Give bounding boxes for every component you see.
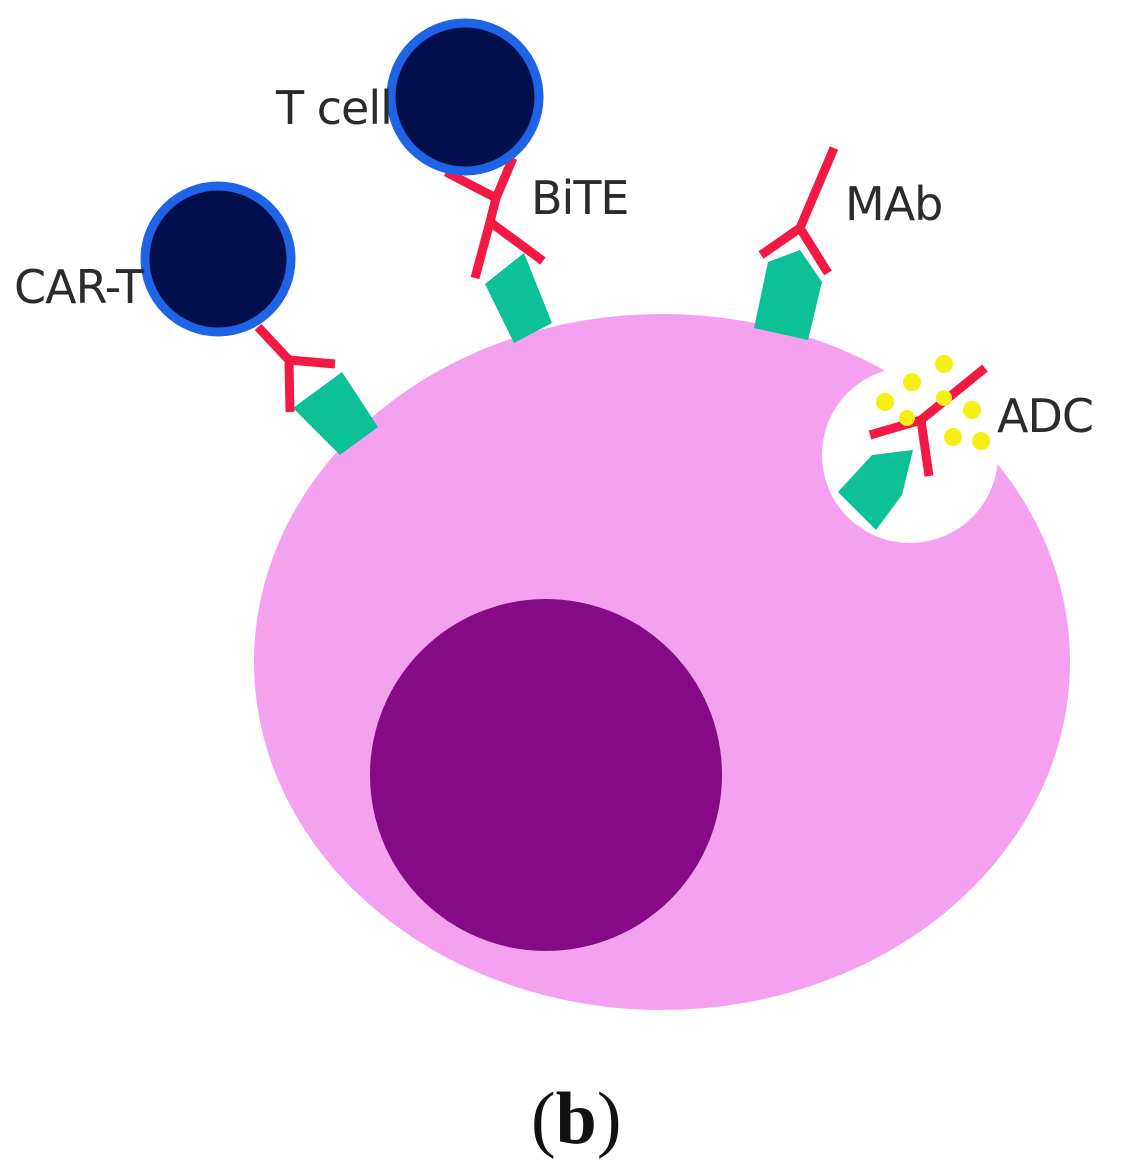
label-bite: BiTE <box>531 171 629 225</box>
adc-group <box>838 355 990 530</box>
antigen-adc <box>838 450 913 530</box>
label-mab: MAb <box>845 177 942 231</box>
label-adc: ADC <box>997 389 1093 443</box>
label-t-cell: T cell <box>275 81 392 135</box>
panel-open-paren: ( <box>531 1078 556 1160</box>
nucleus <box>370 599 722 951</box>
car-t-cell <box>140 181 296 337</box>
t-cell <box>386 18 544 176</box>
panel-close-paren: ) <box>597 1078 622 1160</box>
adc-payload <box>876 355 990 450</box>
mab-antibody <box>758 146 839 276</box>
label-car-t: CAR-T <box>14 260 145 314</box>
antigen-mab <box>754 250 822 340</box>
bite-antibody <box>443 156 546 280</box>
bite-group <box>386 18 552 343</box>
antigen-bite <box>485 253 552 343</box>
antigen-car-t <box>293 372 378 455</box>
mab-group <box>754 146 839 340</box>
car-t-group <box>140 181 378 455</box>
panel-letter: b <box>556 1078 597 1160</box>
panel-label: (b) <box>531 1078 621 1160</box>
car-receptor <box>254 323 336 413</box>
